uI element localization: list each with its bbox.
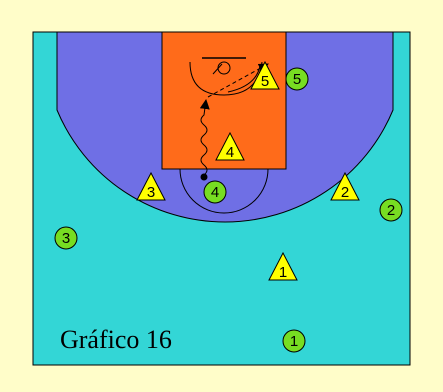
- free-throw-circle: [179, 168, 269, 214]
- screen-arc: [227, 65, 261, 93]
- defense-player-3: 3: [136, 171, 166, 201]
- defense-player-label: 4: [226, 144, 234, 161]
- offense-player-5: 5: [285, 67, 309, 91]
- offense-player-2: 2: [379, 198, 403, 222]
- offense-player-1: 1: [282, 329, 306, 353]
- pass-line: [207, 63, 269, 98]
- offense-player-marker: [54, 226, 78, 250]
- offense-player-label: 2: [387, 202, 395, 219]
- offense-player-marker: [282, 329, 306, 353]
- defense-player-label: 3: [147, 184, 155, 201]
- offense-player-marker: [285, 67, 309, 91]
- defense-player-marker: [136, 171, 166, 201]
- defense-player-marker: [215, 131, 245, 161]
- offense-player-label: 1: [290, 333, 298, 350]
- offense-player-4: 4: [203, 180, 227, 204]
- ball: [200, 173, 208, 181]
- defense-player-2: 2: [330, 171, 360, 201]
- defense-player-label: 1: [279, 264, 287, 281]
- offense-player-label: 3: [62, 230, 70, 247]
- offense-player-3: 3: [54, 226, 78, 250]
- defense-player-label: 2: [341, 184, 349, 201]
- defense-player-4: 4: [215, 131, 245, 161]
- cut-line: [212, 63, 223, 75]
- offense-player-marker: [203, 180, 227, 204]
- defense-player-marker: [250, 60, 280, 90]
- offense-player-marker: [379, 198, 403, 222]
- defense-player-1: 1: [268, 251, 298, 281]
- defense-player-marker: [268, 251, 298, 281]
- defense-player-marker: [330, 171, 360, 201]
- defense-player-label: 5: [261, 73, 269, 90]
- dribble-path: [199, 99, 210, 176]
- diagram-caption: Gráfico 16: [60, 325, 172, 354]
- defense-player-5: 5: [250, 60, 280, 90]
- offense-player-label: 5: [293, 71, 301, 88]
- offense-player-label: 4: [211, 184, 219, 201]
